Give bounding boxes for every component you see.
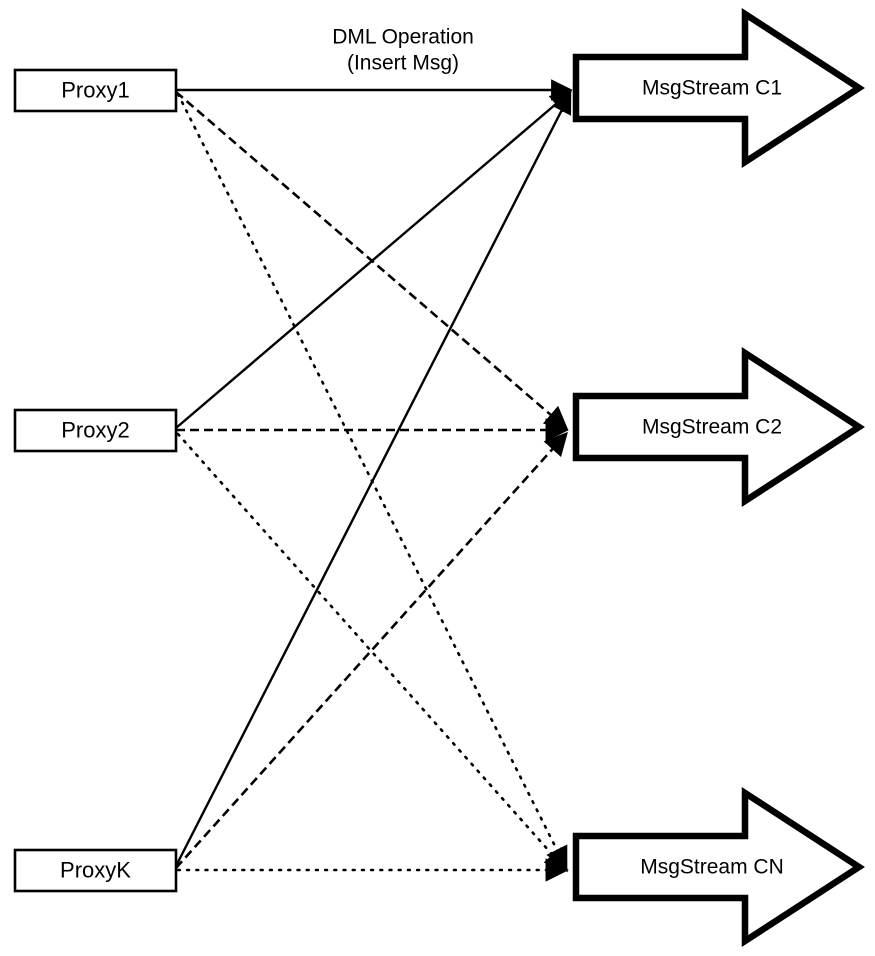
- edge-p1-c2: [175, 91, 569, 430]
- stream-label: MsgStream C2: [642, 416, 782, 439]
- node-box: [13, 848, 178, 893]
- dml-operation-label: DML Operation: [332, 26, 474, 49]
- stream-arrow-shape: [572, 787, 865, 947]
- stream-stream_c2[interactable]: MsgStream C2: [572, 347, 865, 507]
- node-label: Proxy1: [61, 77, 129, 102]
- stream-label: MsgStream CN: [640, 856, 784, 879]
- edge-pk-c1: [174, 91, 572, 867]
- stream-stream_c1[interactable]: MsgStream C1: [572, 8, 865, 168]
- node-proxyk[interactable]: ProxyK: [13, 848, 178, 893]
- node-label: ProxyK: [60, 857, 131, 882]
- node-label: Proxy2: [61, 417, 129, 442]
- stream-label: MsgStream C1: [642, 77, 782, 100]
- edge-pk-c2: [175, 431, 568, 869]
- stream-arrow-shape: [572, 8, 865, 168]
- edge-p2-cn: [176, 432, 568, 873]
- node-box: [13, 408, 178, 453]
- node-box: [13, 68, 178, 113]
- insert-msg-label: (Insert Msg): [347, 52, 459, 75]
- node-proxy2[interactable]: Proxy2: [13, 408, 178, 453]
- edge-p2-c1: [175, 90, 573, 429]
- stream-stream_cn[interactable]: MsgStream CN: [572, 787, 865, 947]
- stream-arrow-shape: [572, 347, 865, 507]
- node-proxy1[interactable]: Proxy1: [13, 68, 178, 113]
- edges-layer: [174, 79, 573, 882]
- streams-layer: MsgStream C1 MsgStream C2 MsgStream CN: [572, 8, 865, 947]
